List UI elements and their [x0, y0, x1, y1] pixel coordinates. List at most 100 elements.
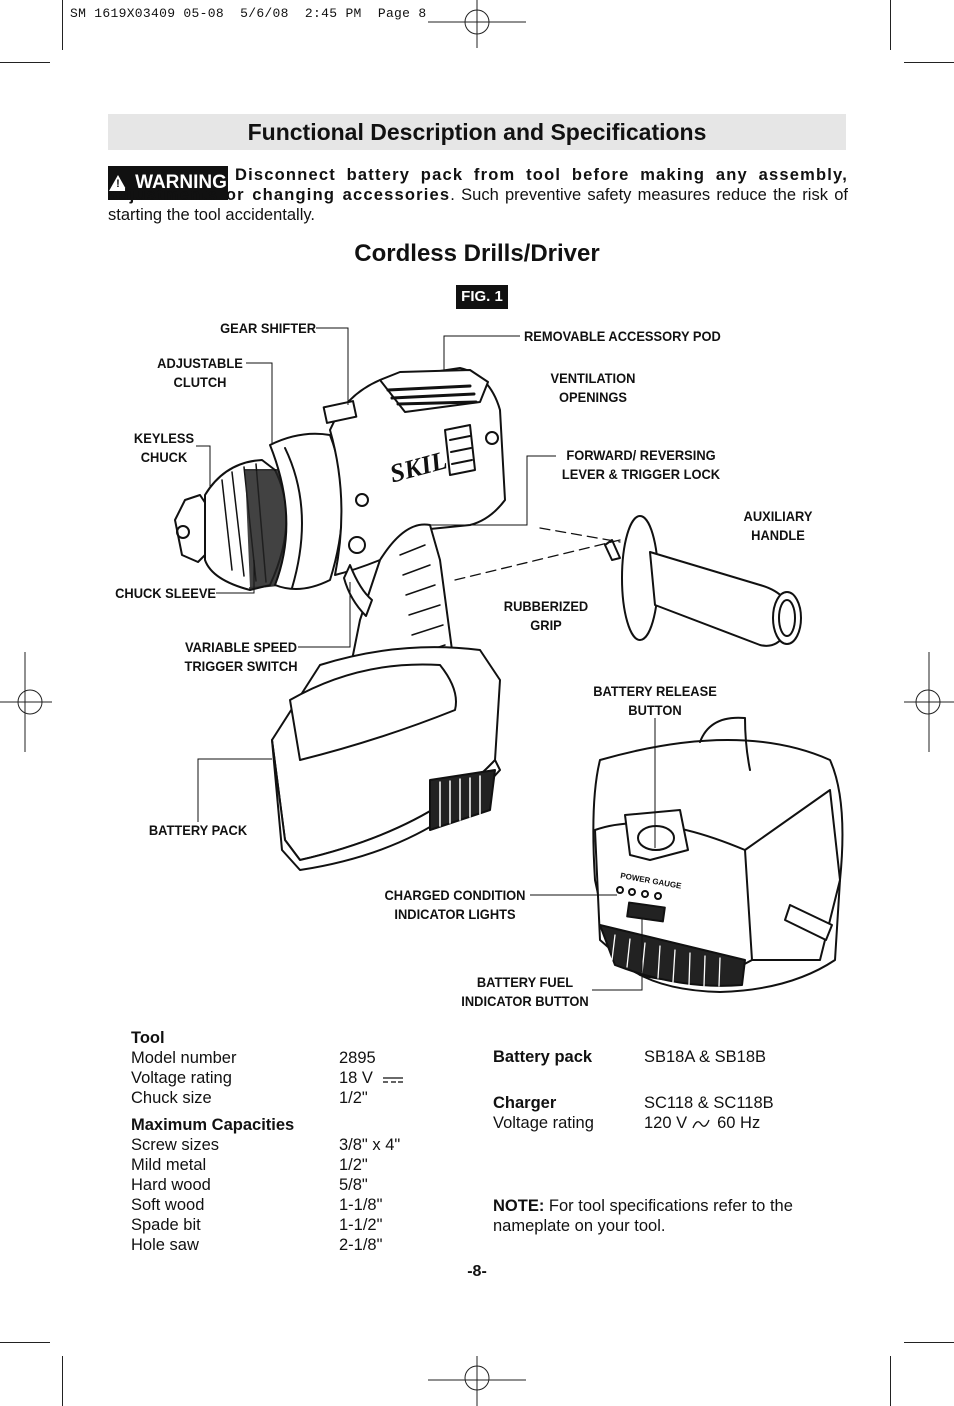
- callout-rubberized-line2: GRIP: [530, 617, 562, 633]
- note-text: For tool specifications refer to the nam…: [493, 1197, 793, 1235]
- warning-badge-label: WARNING: [135, 172, 227, 193]
- tool-specs: Tool Model number 2895 Voltage rating 18 V…: [131, 1028, 431, 1255]
- callout-battery-pack: BATTERY PACK: [148, 822, 248, 838]
- callout-ventilation-line1: VENTILATION: [550, 370, 636, 386]
- ac-symbol-icon: [692, 1119, 710, 1129]
- callout-trigger-switch: VARIABLE SPEED TRIGGER SWITCH: [178, 638, 305, 676]
- callout-rubberized-grip: RUBBERIZED GRIP: [494, 597, 597, 635]
- spec-value: 1/2": [339, 1156, 368, 1174]
- page-title: Functional Description and Specification…: [108, 114, 846, 150]
- spec-key: Battery pack: [493, 1048, 593, 1066]
- warning-icon: !: [109, 175, 128, 191]
- callout-fuel-indicator: BATTERY FUEL INDICATOR BUTTON: [456, 973, 594, 1011]
- alignment-dashes: [454, 527, 621, 581]
- spec-key: Voltage rating: [493, 1114, 594, 1132]
- spec-key: Model number: [131, 1049, 237, 1067]
- callout-fuel-line2: INDICATOR BUTTON: [461, 993, 589, 1009]
- callout-charged-condition: CHARGED CONDITION INDICATOR LIGHTS: [382, 886, 527, 924]
- spec-row: Screw sizes 3/8" x 4": [131, 1135, 431, 1155]
- spec-key: Voltage rating: [131, 1069, 232, 1087]
- callout-auxiliary-line2: HANDLE: [751, 527, 805, 543]
- callout-keyless-chuck: KEYLESS CHUCK: [125, 429, 202, 467]
- callout-trigger-line2: TRIGGER SWITCH: [184, 658, 298, 674]
- spec-value: 2895: [339, 1049, 376, 1067]
- callout-rubberized-line1: RUBBERIZED: [503, 598, 589, 614]
- callout-trigger-line1: VARIABLE SPEED: [184, 639, 298, 655]
- warning-badge: ! WARNING: [108, 166, 228, 200]
- spec-key: Soft wood: [131, 1196, 205, 1214]
- callout-release-line2: BUTTON: [628, 702, 682, 718]
- spec-key: Charger: [493, 1094, 557, 1112]
- spec-value: SC118 & SC118B: [644, 1094, 774, 1112]
- callout-forward-line2: LEVER & TRIGGER LOCK: [561, 466, 721, 482]
- auxiliary-handle: [604, 515, 802, 647]
- dc-symbol-icon: [382, 1077, 403, 1083]
- callout-forward-line1: FORWARD/ REVERSING: [566, 447, 716, 463]
- spec-key: Mild metal: [131, 1156, 207, 1174]
- callout-keyless-line1: KEYLESS: [133, 430, 195, 446]
- keyless-chuck: [174, 459, 301, 591]
- max-capacities-heading: Maximum Capacities: [131, 1116, 295, 1134]
- spec-row: Voltage rating 18 V: [131, 1068, 431, 1088]
- callout-ventilation-line2: OPENINGS: [559, 389, 627, 405]
- spec-row: Spade bit 1-1/2": [131, 1215, 431, 1235]
- spec-row: Charger SC118 & SC118B: [493, 1093, 833, 1113]
- callout-adjustable-clutch-line1: ADJUSTABLE: [157, 355, 243, 371]
- callout-battery-release: BATTERY RELEASE BUTTON: [586, 682, 724, 720]
- callout-charged-line2: INDICATOR LIGHTS: [394, 906, 516, 922]
- spec-row: Model number 2895: [131, 1048, 431, 1068]
- spec-key: Spade bit: [131, 1216, 201, 1234]
- spec-value: 1/2": [339, 1089, 368, 1107]
- spec-row: Chuck size 1/2": [131, 1088, 431, 1108]
- tool-heading: Tool: [131, 1029, 165, 1047]
- spec-value: 18 V: [339, 1069, 373, 1087]
- spec-row: Hard wood 5/8": [131, 1175, 431, 1195]
- spec-value: 5/8": [339, 1176, 368, 1194]
- callout-adjustable-clutch: ADJUSTABLE CLUTCH: [149, 354, 250, 392]
- page-number: -8-: [467, 1263, 487, 1280]
- callout-chuck-sleeve: CHUCK SLEEVE: [115, 585, 216, 601]
- spec-key: Hole saw: [131, 1236, 199, 1254]
- spec-row: Battery pack SB18A & SB18B: [493, 1047, 833, 1067]
- callout-auxiliary-line1: AUXILIARY: [743, 508, 813, 524]
- callout-adjustable-clutch-line2: CLUTCH: [173, 374, 227, 390]
- warning-text: Disconnect battery pack from tool before…: [108, 165, 848, 225]
- spec-key: Screw sizes: [131, 1136, 220, 1154]
- spec-row: Mild metal 1/2": [131, 1155, 431, 1175]
- callout-leaders: [196, 327, 656, 991]
- note: NOTE: For tool specifications refer to t…: [493, 1196, 833, 1236]
- drill-body: SKIL: [322, 367, 506, 576]
- callout-gear-shifter: GEAR SHIFTER: [220, 320, 316, 336]
- spec-row: Hole saw 2-1/8": [131, 1235, 431, 1255]
- warning-bold-text: Disconnect battery pack from tool before…: [108, 166, 848, 204]
- adjustable-clutch: [269, 432, 344, 590]
- callout-fuel-line1: BATTERY FUEL: [476, 974, 574, 990]
- spec-value: 120 V: [644, 1114, 688, 1132]
- spec-key: Hard wood: [131, 1176, 211, 1194]
- spec-row: Voltage rating 120 V 60 Hz: [493, 1113, 833, 1133]
- callout-charged-line1: CHARGED CONDITION: [384, 887, 526, 903]
- figure-label: FIG. 1: [456, 285, 508, 309]
- callout-keyless-line2: CHUCK: [140, 449, 188, 465]
- spec-row: Soft wood 1-1/8": [131, 1195, 431, 1215]
- spec-value: 1-1/8": [339, 1196, 383, 1214]
- spec-value: 3/8" x 4": [339, 1136, 401, 1154]
- callout-release-line1: BATTERY RELEASE: [593, 683, 717, 699]
- printer-slug: SM 1619X03409 05-08 5/6/08 2:45 PM Page …: [70, 6, 427, 21]
- spec-value: SB18A & SB18B: [644, 1048, 767, 1066]
- battery-specs: Battery pack SB18A & SB18B Charger SC118 &…: [493, 1047, 833, 1236]
- spec-value-frequency: 60 Hz: [717, 1114, 761, 1132]
- spec-value: 1-1/2": [339, 1216, 383, 1234]
- callout-removable-pod: REMOVABLE ACCESSORY POD: [524, 328, 721, 344]
- warning-body-text: . Such preventive safety measures reduce…: [108, 186, 848, 224]
- battery-inset: POWER GAUGE: [592, 716, 844, 993]
- spec-value: 2-1/8": [339, 1236, 383, 1254]
- note-label: NOTE:: [493, 1197, 545, 1215]
- callout-ventilation: VENTILATION OPENINGS: [542, 369, 643, 407]
- callout-auxiliary-handle: AUXILIARY HANDLE: [732, 507, 824, 545]
- callout-forward-reversing: FORWARD/ REVERSING LEVER & TRIGGER LOCK: [554, 446, 729, 484]
- battery-pack: [271, 646, 501, 871]
- spec-key: Chuck size: [131, 1089, 212, 1107]
